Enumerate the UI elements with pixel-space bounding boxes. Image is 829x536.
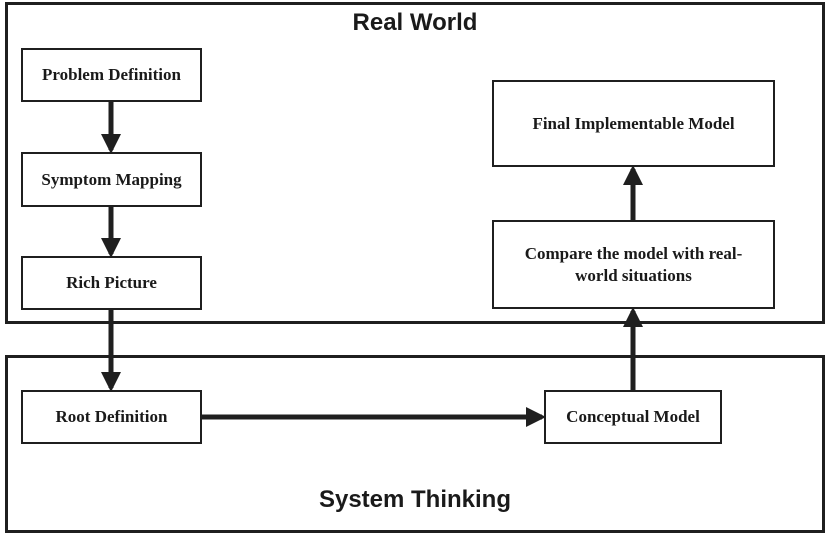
conceptual-model-box: Conceptual Model — [544, 390, 722, 444]
root-definition-box: Root Definition — [21, 390, 202, 444]
problem-definition-box: Problem Definition — [21, 48, 202, 102]
rich-picture-box: Rich Picture — [21, 256, 202, 310]
system-thinking-region: System Thinking — [5, 355, 825, 533]
system-thinking-title: System Thinking — [318, 486, 512, 513]
symptom-mapping-box: Symptom Mapping — [21, 152, 202, 207]
real-world-title: Real World — [352, 9, 478, 36]
compare-model-box: Compare the model with real-world situat… — [492, 220, 775, 309]
